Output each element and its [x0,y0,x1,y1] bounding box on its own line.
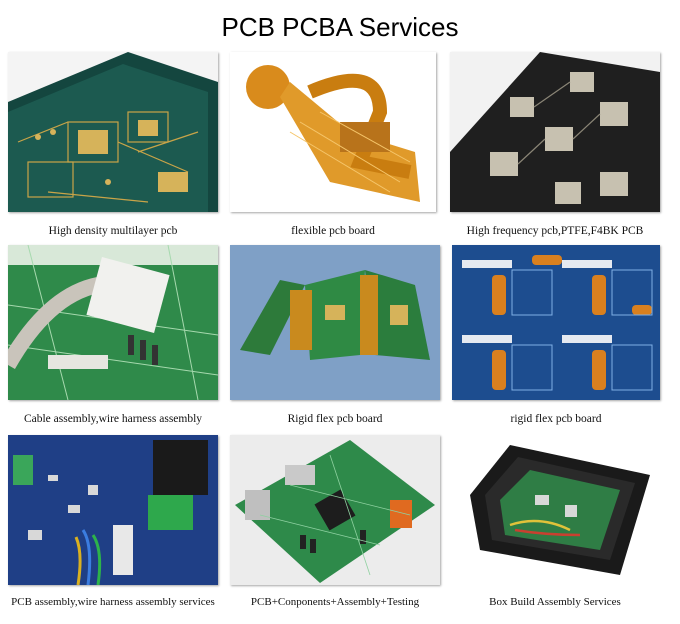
photo-cable-assembly [8,245,218,400]
caption-pcb-components-assembly-testing: PCB+Conponents+Assembly+Testing [250,596,420,608]
photo-rigid-flex-pcb-board [230,245,440,400]
photo-high-frequency-pcb [450,52,660,212]
caption-cable-assembly: Cable assembly,wire harness assembly [23,413,203,425]
caption-flexible-pcb-board: flexible pcb board [291,225,375,237]
caption-box-build-assembly: Box Build Assembly Services [489,596,621,608]
page-title: PCB PCBA Services [221,12,459,42]
photo-rigid-flex-pcb-panel [452,245,660,400]
photo-box-build-assembly [450,435,660,585]
caption-rigid-flex-pcb-board-2: rigid flex pcb board [510,413,602,425]
caption-rigid-flex-pcb-board-1: Rigid flex pcb board [287,413,383,425]
caption-high-density-multilayer-pcb: High density multilayer pcb [48,225,178,237]
photo-flexible-pcb-board [230,52,436,212]
photo-high-density-multilayer-pcb [8,52,218,212]
photo-pcb-components-assembly-testing [230,435,440,585]
caption-pcb-assembly-wire-harness: PCB assembly,wire harness assembly servi… [11,596,215,608]
caption-high-frequency-pcb: High frequency pcb,PTFE,F4BK PCB [466,225,644,237]
photo-pcb-assembly-wire-harness [8,435,218,585]
